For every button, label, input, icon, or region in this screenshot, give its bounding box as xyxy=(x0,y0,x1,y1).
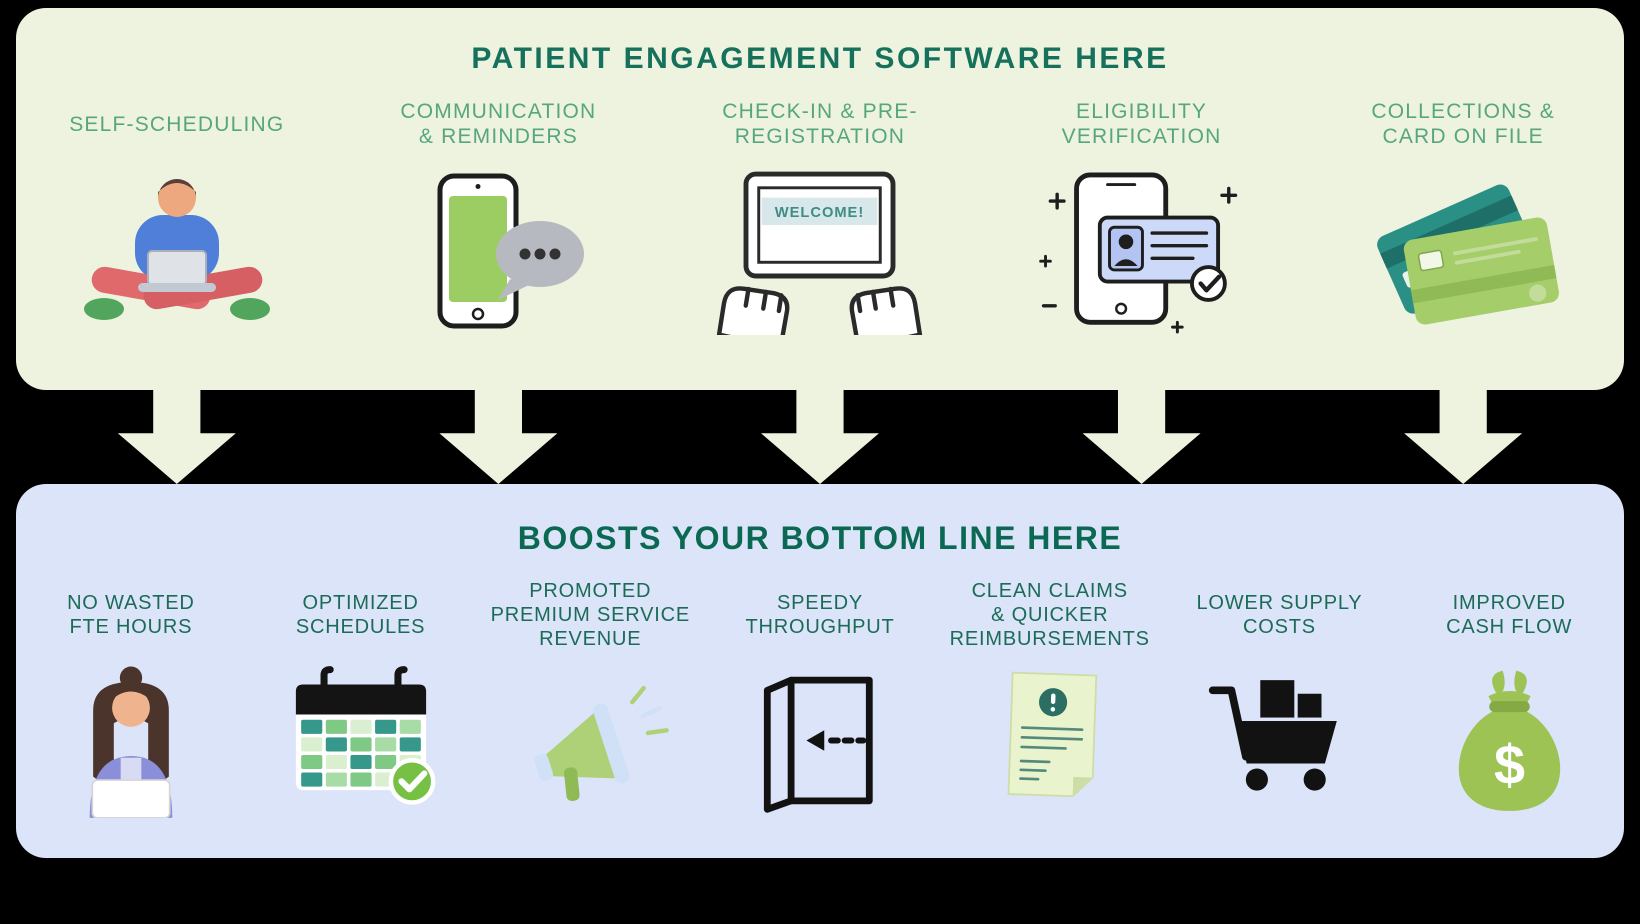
bottom-panel-title: BOOSTS YOUR BOTTOM LINE HERE xyxy=(517,520,1123,556)
top-panel-title: PATIENT ENGAGEMENT SOFTWARE HERE xyxy=(471,42,1169,75)
door-exit-arrow-icon xyxy=(763,676,873,813)
laptop-welcome-icon: WELCOME! xyxy=(717,171,923,335)
down-arrow xyxy=(439,390,558,484)
money-bag-icon: $ xyxy=(1458,670,1560,811)
claims-document-icon xyxy=(1007,671,1097,798)
feature-label: ELIGIBILITY VERIFICATION xyxy=(1061,100,1222,148)
benefit-optimized-schedules: OPTIMIZED SCHEDULES xyxy=(246,569,476,819)
welcome-screen-text: WELCOME! xyxy=(775,205,864,221)
flow-arrows xyxy=(16,390,1624,484)
benefit-clean-claims-quicker-reimbursements: CLEAN CLAIMS & QUICKER REIMBURSEMENTS xyxy=(935,569,1165,819)
feature-self-scheduling: SELF-SCHEDULING xyxy=(16,90,338,342)
down-arrow xyxy=(1082,390,1201,484)
supply-cart-icon xyxy=(1209,679,1338,791)
benefit-promoted-premium-service-revenue: PROMOTED PREMIUM SERVICE REVENUE xyxy=(475,569,705,819)
phone-id-verification-icon xyxy=(1039,171,1238,333)
phone-chat-icon xyxy=(437,173,585,329)
benefit-label: OPTIMIZED SCHEDULES xyxy=(295,592,426,638)
benefit-no-wasted-fte-hours: NO WASTED FTE HOURS xyxy=(16,569,246,819)
feature-label: COMMUNICATION & REMINDERS xyxy=(400,100,597,148)
feature-label: CHECK-IN & PRE- REGISTRATION xyxy=(722,100,918,148)
top-panel: PATIENT ENGAGEMENT SOFTWARE HERE SELF-SC… xyxy=(16,8,1624,390)
benefit-improved-cash-flow: IMPROVED CASH FLOW $ xyxy=(1394,569,1624,819)
receptionist-icon xyxy=(89,666,173,818)
credit-cards-icon xyxy=(1377,184,1560,325)
dollar-glyph: $ xyxy=(1494,734,1525,796)
feature-eligibility-verification: ELIGIBILITY VERIFICATION xyxy=(981,90,1303,342)
benefit-speedy-throughput: SPEEDY THROUGHPUT xyxy=(705,569,935,819)
bottom-benefits-row: NO WASTED FTE HOURS OPTIMIZED SCHEDULES xyxy=(16,569,1624,819)
down-arrow xyxy=(760,390,879,484)
benefit-label: SPEEDY THROUGHPUT xyxy=(745,592,895,638)
benefit-label: CLEAN CLAIMS & QUICKER REIMBURSEMENTS xyxy=(949,580,1150,650)
calendar-check-icon xyxy=(295,666,435,805)
benefit-label: PROMOTED PREMIUM SERVICE REVENUE xyxy=(490,580,691,650)
feature-communication-reminders: COMMUNICATION & REMINDERS xyxy=(338,90,660,342)
benefit-label: LOWER SUPPLY COSTS xyxy=(1196,592,1363,638)
feature-label: COLLECTIONS & CARD ON FILE xyxy=(1371,100,1555,148)
down-arrow xyxy=(1404,390,1523,484)
benefit-label: NO WASTED FTE HOURS xyxy=(67,592,195,638)
down-arrow xyxy=(117,390,236,484)
benefit-lower-supply-costs: LOWER SUPPLY COSTS xyxy=(1165,569,1395,819)
top-features-row: SELF-SCHEDULING xyxy=(16,90,1624,342)
feature-collections-card-on-file: COLLECTIONS & CARD ON FILE xyxy=(1302,90,1624,342)
feature-label: SELF-SCHEDULING xyxy=(69,112,285,136)
benefit-label: IMPROVED CASH FLOW xyxy=(1446,592,1573,638)
person-laptop-icon xyxy=(83,178,270,320)
bottom-panel: BOOSTS YOUR BOTTOM LINE HERE NO WASTED F… xyxy=(16,484,1624,858)
feature-checkin-preregistration: CHECK-IN & PRE- REGISTRATION WELCOME! xyxy=(659,90,981,342)
megaphone-icon xyxy=(534,685,670,801)
